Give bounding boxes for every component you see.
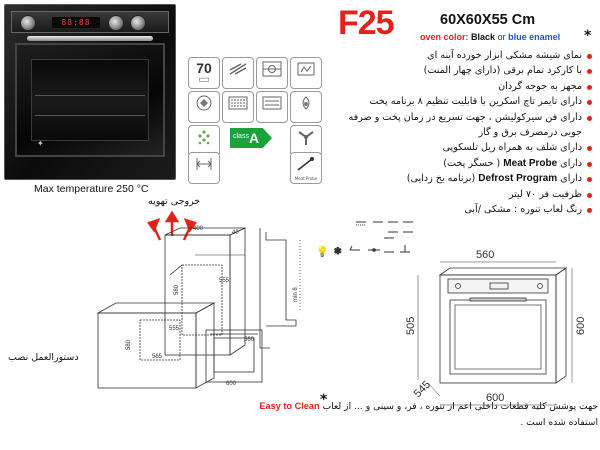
oven-knob-middle — [108, 15, 124, 31]
dim-555a: 555 — [219, 278, 230, 284]
rotisserie-icon — [256, 57, 288, 89]
exhaust-label: خروجی تهویه — [148, 196, 201, 207]
dim-front-height-left: 505 — [405, 317, 417, 335]
oven-window — [31, 59, 149, 141]
dim-height-580a: 580 — [174, 284, 180, 295]
product-dimensions: 60X60X55 Cm — [440, 12, 536, 28]
feature-item: مجهز به جوجه گردان — [330, 79, 592, 94]
feature-item: با کارکرد تمام برقی (دارای چهار المنت) — [330, 63, 592, 78]
footnote-line-2: استفاده شده است . — [520, 417, 598, 428]
light-bulb-icon: 💡 — [316, 245, 328, 258]
dim-front-depth: 545 — [412, 379, 433, 400]
function-symbols: 💡 ✱ — [316, 221, 413, 259]
footnote-line-1: جهت پوشش کلیه قطعات داخلی اعم از تنوره ،… — [259, 401, 598, 412]
meat-probe-icon: Meat Probe — [290, 152, 322, 184]
fan-icon — [256, 91, 288, 123]
dim-top-depth: 40 — [232, 230, 239, 236]
front-view-dimension-lines — [417, 261, 573, 406]
header-star: * — [584, 28, 592, 44]
oven-knob-right — [130, 15, 146, 31]
feature-item: دارای تایمر تاچ اسکرین با قابلیت تنظیم ۸… — [330, 94, 592, 109]
dim-top-width: 400 — [193, 226, 204, 232]
feature-item: رنگ لعاب تنوره : مشکی /آبی — [330, 202, 592, 217]
base-cabinet-drawing — [96, 302, 263, 389]
feature-item: دارای Meat Probe ( حسگر پخت) — [330, 156, 592, 171]
dim-555b: 555 — [169, 326, 180, 332]
oven-door: ✦ — [15, 43, 165, 157]
installation-label: دستورالعمل نصب — [8, 352, 79, 363]
dim-560: 560 — [244, 337, 255, 343]
capacity-icon: 70 — [188, 57, 220, 89]
footnote: جهت پوشش کلیه قطعات داخلی اعم از تنوره ،… — [238, 398, 598, 431]
oven-product-photo: 88:88 ✦ — [4, 4, 176, 180]
door-icon — [188, 152, 220, 184]
dim-height-580b: 580 — [126, 339, 132, 350]
column-cabinet-dimensions: 400 40 580 555 — [174, 226, 239, 295]
oven-digital-display: 88:88 — [52, 17, 100, 28]
exhaust-arrows — [146, 210, 198, 241]
energy-class-badge: class A — [230, 128, 272, 148]
feature-item: دارای شلف به همراه ریل تلسکوپی — [330, 140, 592, 155]
dim-front-width-top: 560 — [476, 249, 494, 261]
oven-door-handle — [27, 36, 153, 41]
oven-rack — [35, 115, 145, 116]
oven-knob-left — [20, 15, 36, 31]
energy-class-arrow — [230, 128, 272, 148]
feature-item: نمای شیشه مشکی ابزار خورده آینه ای — [330, 48, 592, 63]
dim-front-height-right: 600 — [575, 317, 587, 335]
side-section-drawing — [259, 228, 301, 349]
brand-logo-icon: ✦ — [37, 139, 44, 148]
model-name: F25 — [338, 4, 395, 42]
dim-600-bottom: 600 — [226, 381, 237, 387]
defrost-symbol-icon: ✱ — [334, 247, 342, 257]
light-icon — [290, 125, 322, 157]
grill-icon — [222, 91, 254, 123]
steam-clean-icon — [222, 57, 254, 89]
oven-control-panel: 88:88 — [11, 11, 169, 33]
footnote-star: * — [320, 392, 328, 408]
max-temperature-label: Max temperature 250 °C — [34, 183, 149, 195]
timer-icon — [290, 57, 322, 89]
dim-front-width-bottom: 600 — [486, 392, 504, 404]
convection-icon — [290, 91, 322, 123]
oven-color-line: oven color: Black or blue enamel — [420, 32, 561, 42]
feature-list: نمای شیشه مشکی ابزار خورده آینه ای با کا… — [330, 48, 592, 217]
feature-item: دارای Defrost Program (برنامه یخ زدایی) — [330, 171, 592, 186]
column-cabinet-drawing — [164, 227, 246, 356]
feature-item: ظرفیت فر ۷۰ لیتر — [330, 187, 592, 202]
front-view-drawing — [438, 267, 568, 384]
oven-rack — [35, 95, 145, 96]
dim-min8: min 8 — [293, 287, 299, 302]
base-cabinet-dimensions: 580 555 565 600 560 — [126, 326, 255, 387]
dim-565: 565 — [152, 354, 163, 360]
telescopic-rails-icon — [188, 91, 220, 123]
feature-item: دارای فن سیرکولیشن ، جهت تسریع در زمان پ… — [330, 110, 592, 141]
